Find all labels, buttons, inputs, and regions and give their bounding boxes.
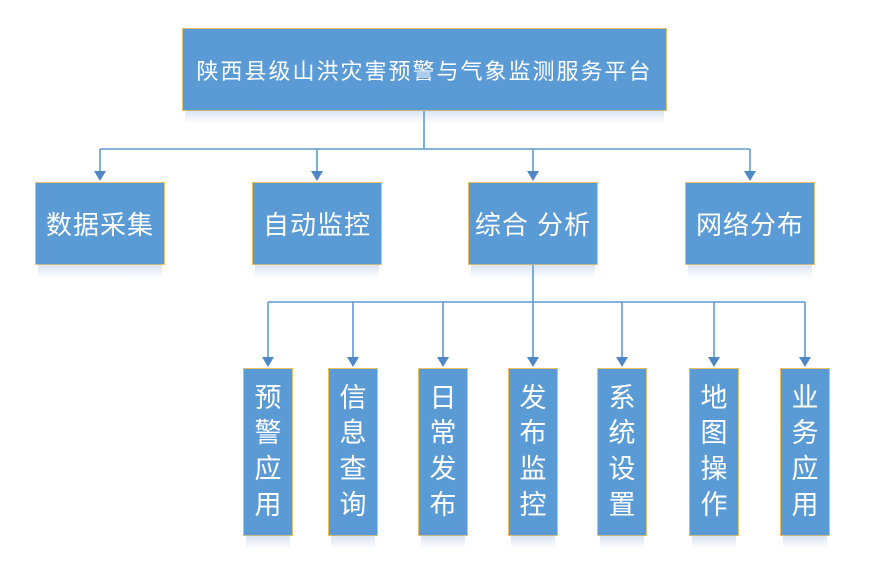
arrowhead-icon: [94, 171, 106, 181]
node-label: 日常发布: [429, 382, 457, 520]
arrowhead-icon: [744, 171, 756, 181]
arrowhead-icon: [799, 357, 811, 367]
node-label: 综合 分析: [474, 210, 592, 240]
node-info-query: 信息查询: [328, 368, 378, 549]
node-data-collection: 数据采集: [35, 182, 165, 278]
node-label: 信息查询: [339, 382, 367, 520]
node-label: 发布监控: [519, 382, 547, 520]
node-label: 陕西县级山洪灾害预警与气象监测服务平台: [196, 58, 653, 84]
node-label: 预警应用: [254, 382, 282, 520]
node-auto-monitoring: 自动监控: [252, 182, 382, 278]
node-label: 地图操作: [700, 382, 728, 520]
node-label: 业务应用: [791, 382, 819, 520]
node-label: 网络分布: [695, 210, 804, 240]
arrowhead-icon: [616, 357, 628, 367]
node-label: 数据采集: [45, 210, 154, 240]
node-platform-root: 陕西县级山洪灾害预警与气象监测服务平台: [182, 28, 667, 124]
arrowhead-icon: [708, 357, 720, 367]
node-label: 系统设置: [608, 382, 636, 520]
node-business-application: 业务应用: [780, 368, 830, 549]
node-comprehensive-analysis: 综合 分析: [468, 182, 598, 278]
node-network-distribution: 网络分布: [685, 182, 815, 278]
node-label: 自动监控: [262, 210, 371, 240]
arrowhead-icon: [527, 171, 539, 181]
arrowhead-icon: [347, 357, 359, 367]
node-daily-release: 日常发布: [418, 368, 468, 549]
node-warning-application: 预警应用: [243, 368, 293, 549]
arrowhead-icon: [262, 357, 274, 367]
connector-path-level2: [267, 265, 806, 358]
arrowhead-icon: [527, 357, 539, 367]
arrowhead-icon: [311, 171, 323, 181]
node-release-monitoring: 发布监控: [508, 368, 558, 549]
node-system-settings: 系统设置: [597, 368, 647, 549]
arrowhead-icon: [437, 357, 449, 367]
node-map-operations: 地图操作: [689, 368, 739, 549]
